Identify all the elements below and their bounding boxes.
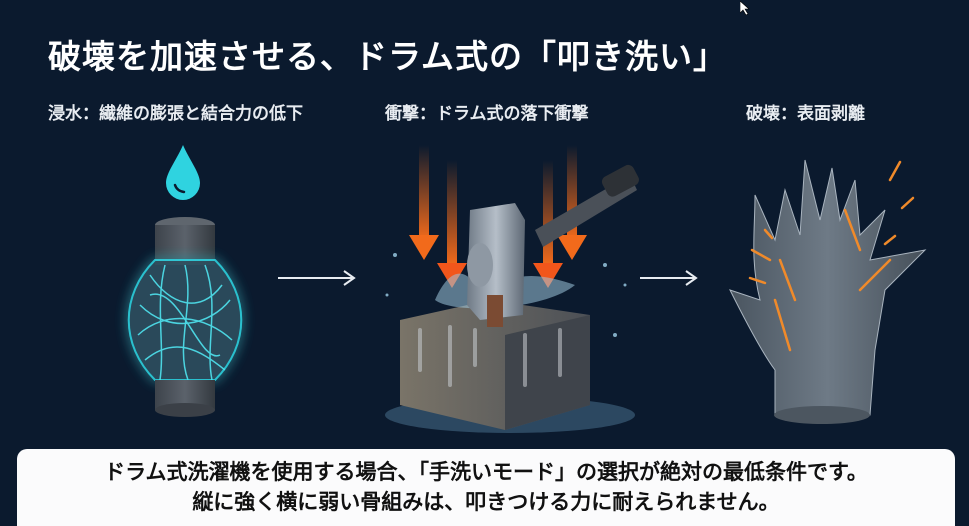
callout-line-2: 縦に強く横に弱い骨組みは、叩きつける力に耐えられません。 <box>192 490 780 514</box>
swollen-fiber-illustration <box>110 135 270 435</box>
spark-icon <box>748 160 915 352</box>
stage-label-destruction: 破壊：表面剥離 <box>746 104 865 124</box>
hammer-impact-illustration <box>375 135 650 440</box>
right-arrow-icon <box>640 268 700 292</box>
shredded-fiber-illustration <box>720 150 940 440</box>
right-arrow-icon <box>278 268 358 292</box>
key-message-callout: ドラム式洗濯機を使用する場合、「手洗いモード」の選択が絶対の最低条件です。 縦に… <box>17 449 955 526</box>
callout-line-1: ドラム式洗濯機を使用する場合、「手洗いモード」の選択が絶対の最低条件です。 <box>104 460 868 484</box>
stage-label-impact: 衝撃：ドラム式の落下衝撃 <box>385 104 589 124</box>
mouse-cursor-icon <box>739 0 752 19</box>
stage-label-soak: 浸水：繊維の膨張と結合力の低下 <box>48 104 303 124</box>
impact-arrows-icon <box>409 145 587 288</box>
slide-title: 破壊を加速させる、ドラム式の「叩き洗い」 <box>48 37 728 76</box>
water-drop-icon <box>166 145 200 200</box>
hammer-icon <box>467 164 639 327</box>
